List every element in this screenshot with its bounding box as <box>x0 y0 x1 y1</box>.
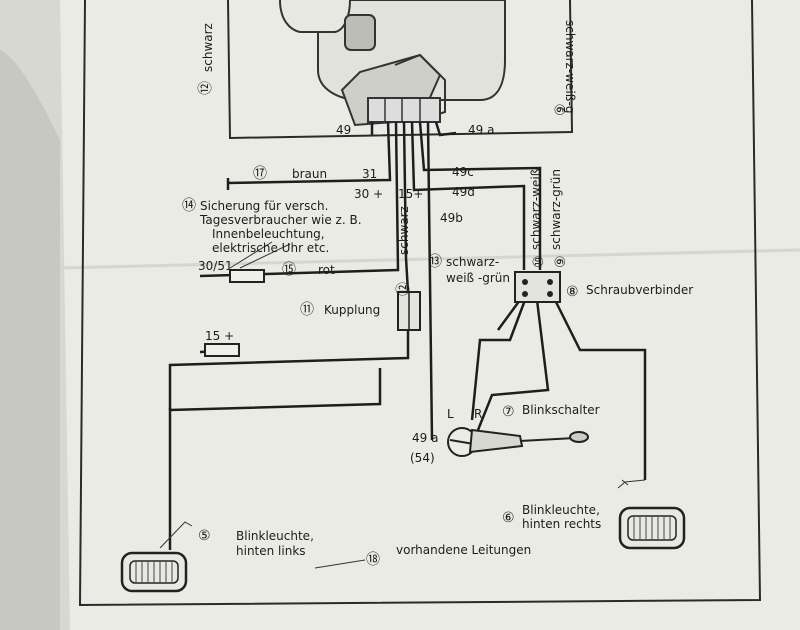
label-49d: 49d <box>452 185 475 199</box>
label-kupplung: Kupplung <box>324 303 380 317</box>
circle-10: ⑩ <box>531 255 547 268</box>
label-30-plus: 30 + <box>354 187 383 201</box>
blinkleuchte-rechts <box>618 506 686 550</box>
turn-signal-switch-unit <box>279 0 506 127</box>
circle-8: ⑧ <box>566 284 579 300</box>
circle-12-mid: ⑫ <box>396 282 412 296</box>
circle-11: ⑪ <box>300 302 314 318</box>
blinkschalter-lever <box>447 427 589 457</box>
label-blinkleuchte-links-line2: hinten links <box>236 544 306 558</box>
label-R: R <box>474 407 482 421</box>
diagram-frame <box>78 0 762 607</box>
label-15-plus-b: 15 + <box>205 329 234 343</box>
label-sicherung-line1: Sicherung für versch. <box>200 199 328 213</box>
fuse-15 <box>204 343 240 357</box>
kupplung-connector <box>397 291 421 331</box>
label-L: L <box>447 407 454 421</box>
label-sicherung-line3: Innenbeleuchtung, <box>212 227 325 241</box>
label-30-51: 30/51 <box>198 259 233 273</box>
label-54: (54) <box>410 451 435 465</box>
label-sicherung-line2: Tagesverbraucher wie z. B. <box>199 213 362 227</box>
label-schwarz-top: schwarz <box>201 23 215 72</box>
label-schwarz-wg-line2: weiß -grün <box>446 271 510 285</box>
label-blinkleuchte-links-line1: Blinkleuchte, <box>236 529 314 543</box>
label-vorhandene-leitungen: vorhandene Leitungen <box>396 543 531 557</box>
circle-9: ⑨ <box>553 255 569 268</box>
label-49a-bottom: 49 a <box>412 431 438 445</box>
label-blinkschalter: Blinkschalter <box>522 403 600 417</box>
label-schwarz-weiss-top: schwarz-weiß-g <box>563 20 577 113</box>
circle-17: ⑰ <box>253 166 267 182</box>
label-schwarz-vertical: schwarz <box>397 206 411 255</box>
label-49: 49 <box>336 123 351 137</box>
label-rot: rot <box>318 263 335 277</box>
circle-9-top: ⑨ <box>553 103 569 116</box>
label-braun: braun <box>292 167 327 181</box>
wires <box>168 121 647 550</box>
circle-13: ⑬ <box>428 254 442 270</box>
paper-shadow <box>0 50 60 630</box>
label-blinkleuchte-rechts-line2: hinten rechts <box>522 517 601 531</box>
circle-15: ⑮ <box>282 262 296 278</box>
circle-5: ⑤ <box>198 528 211 544</box>
label-31: 31 <box>362 167 377 181</box>
fuse-30-51 <box>229 269 265 283</box>
label-schwarz-gruen-vertical: schwarz-grün <box>549 169 563 250</box>
label-schwarz-wg-line1: schwarz- <box>446 255 499 269</box>
label-blinkleuchte-rechts-line1: Blinkleuchte, <box>522 503 600 517</box>
label-49a-top: 49 a <box>468 123 494 137</box>
label-schwarz-weiss-vertical: schwarz-weiß <box>529 168 543 250</box>
switch-box-frame <box>227 0 574 140</box>
circle-7: ⑦ <box>502 404 515 420</box>
label-49c: 49c <box>452 165 474 179</box>
circle-12-top: ⑫ <box>198 81 214 95</box>
circle-14: ⑭ <box>182 198 196 214</box>
label-sicherung-line4: elektrische Uhr etc. <box>212 241 329 255</box>
circle-18: ⑱ <box>366 552 380 568</box>
label-15-plus-a: 15+ <box>398 187 423 201</box>
schraubverbinder-block <box>514 271 561 303</box>
blinkleuchte-links <box>120 551 188 593</box>
circle-6: ⑥ <box>502 510 515 526</box>
label-schraubverbinder: Schraubverbinder <box>586 283 693 297</box>
label-49b: 49b <box>440 211 463 225</box>
